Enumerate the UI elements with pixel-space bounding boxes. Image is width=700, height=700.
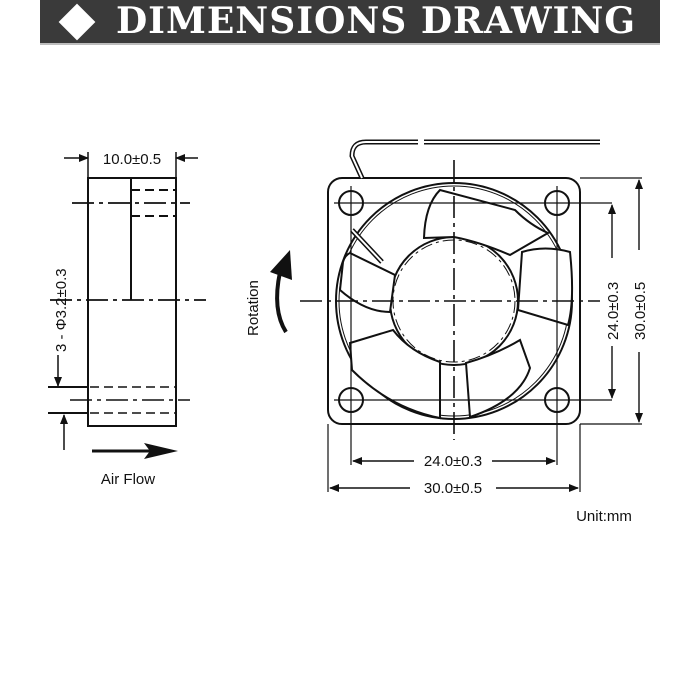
airflow-label: Air Flow (101, 471, 155, 488)
frame-height-label: 30.0±0.5 (632, 282, 649, 340)
thickness-dimension-label: 10.0±0.5 (103, 151, 161, 168)
frame-width-label: 30.0±0.5 (424, 480, 482, 497)
side-view (48, 152, 206, 450)
title-banner: DIMENSIONS DRAWING (40, 0, 660, 45)
fan-front-view (300, 139, 643, 492)
hole-spacing-vertical-label: 24.0±0.3 (605, 282, 622, 340)
unit-label: Unit:mm (576, 508, 632, 525)
rotation-arrow-icon (270, 250, 292, 334)
rotation-label: Rotation (245, 280, 262, 336)
hole-diameter-label: 3 - Φ3.2±0.3 (53, 268, 70, 352)
hole-spacing-horizontal-label: 24.0±0.3 (424, 453, 482, 470)
airflow-arrow-icon (92, 443, 178, 459)
page-title: DIMENSIONS DRAWING (115, 0, 637, 42)
